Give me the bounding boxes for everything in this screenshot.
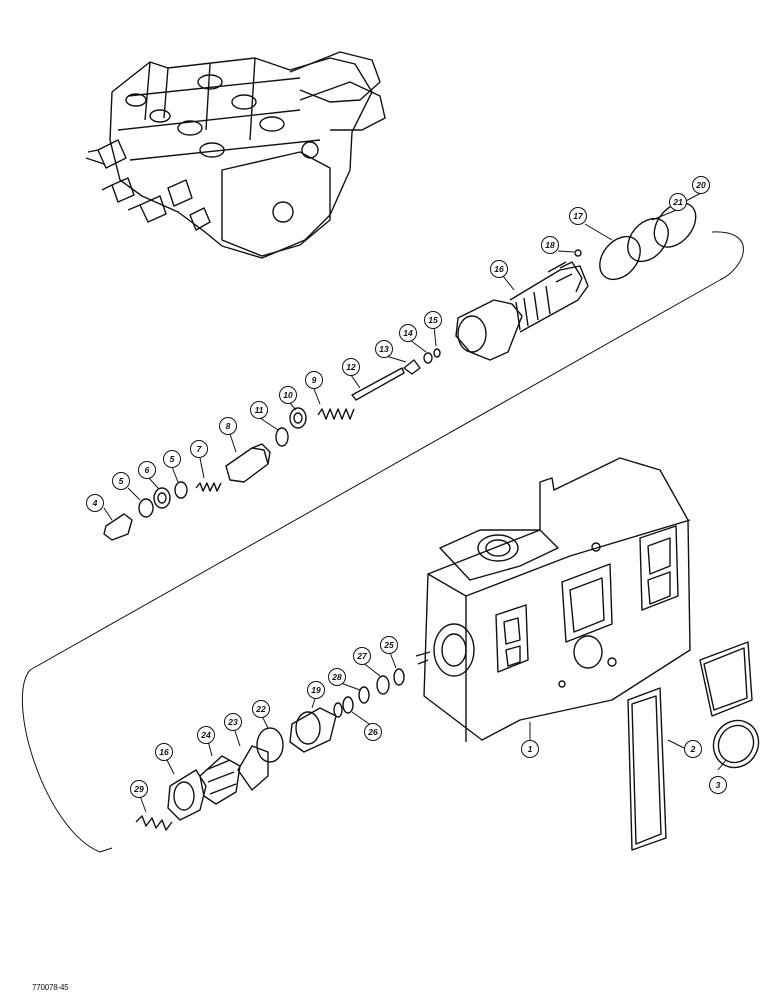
- o-ring-3: [712, 719, 760, 769]
- ring-22: [256, 727, 284, 763]
- callout-20: 20: [692, 176, 710, 194]
- ring-5b: [174, 481, 188, 499]
- callout-23: 23: [224, 713, 242, 731]
- ring-27: [376, 675, 390, 695]
- ring-15: [433, 348, 441, 358]
- valve-body-section: [415, 457, 691, 742]
- sleeve-24: [199, 755, 241, 805]
- callout-15: 15: [424, 311, 442, 329]
- washer-13: [403, 359, 421, 375]
- callout-21: 21: [669, 193, 687, 211]
- callout-19: 19: [307, 681, 325, 699]
- spring-9: [317, 408, 355, 420]
- ring-11: [275, 427, 289, 447]
- ring-14: [423, 352, 433, 364]
- relief-valve-cartridge: [455, 261, 589, 361]
- o-ring-21: [627, 217, 669, 263]
- callout-11: 11: [250, 401, 268, 419]
- plunger-8: [225, 447, 269, 483]
- pin-18: [574, 249, 582, 257]
- ring-28: [358, 686, 370, 704]
- callout-13: 13: [375, 340, 393, 358]
- callout-5a: 5: [112, 472, 130, 490]
- assembly-guide-line: [21, 231, 744, 853]
- callout-28: 28: [328, 668, 346, 686]
- sleeve-23: [237, 745, 269, 791]
- ring-6: [153, 487, 171, 509]
- callout-16b: 16: [155, 743, 173, 761]
- callout-9: 9: [305, 371, 323, 389]
- callout-1: 1: [521, 740, 539, 758]
- callout-4: 4: [86, 494, 104, 512]
- valve-assembly-overview: [85, 51, 386, 259]
- callout-6: 6: [138, 461, 156, 479]
- callout-10: 10: [279, 386, 297, 404]
- washer-10: [289, 407, 307, 429]
- spring-29: [135, 815, 173, 831]
- callout-12: 12: [342, 358, 360, 376]
- plug-4: [103, 513, 133, 541]
- o-ring-17: [599, 235, 641, 281]
- callout-16a: 16: [490, 260, 508, 278]
- figure-code: 770078-45: [32, 983, 69, 992]
- callout-25: 25: [380, 636, 398, 654]
- ring-5a: [138, 498, 154, 518]
- callout-29: 29: [130, 780, 148, 798]
- callout-24: 24: [197, 726, 215, 744]
- callout-18: 18: [541, 236, 559, 254]
- callout-26: 26: [364, 723, 382, 741]
- callout-5b: 5: [163, 450, 181, 468]
- spring-7: [195, 482, 222, 492]
- seat-19: [289, 707, 337, 753]
- callout-22: 22: [252, 700, 270, 718]
- ring-25: [393, 668, 405, 686]
- callout-27: 27: [353, 647, 371, 665]
- poppet-12: [351, 367, 405, 401]
- callout-3: 3: [709, 776, 727, 794]
- gasket-2a: [627, 687, 667, 851]
- ring-26: [342, 696, 354, 714]
- callout-7: 7: [190, 440, 208, 458]
- gasket-2b: [699, 641, 753, 717]
- callout-8: 8: [219, 417, 237, 435]
- cap-16b: [167, 769, 207, 821]
- callout-2: 2: [684, 740, 702, 758]
- callout-17: 17: [569, 207, 587, 225]
- callout-14: 14: [399, 324, 417, 342]
